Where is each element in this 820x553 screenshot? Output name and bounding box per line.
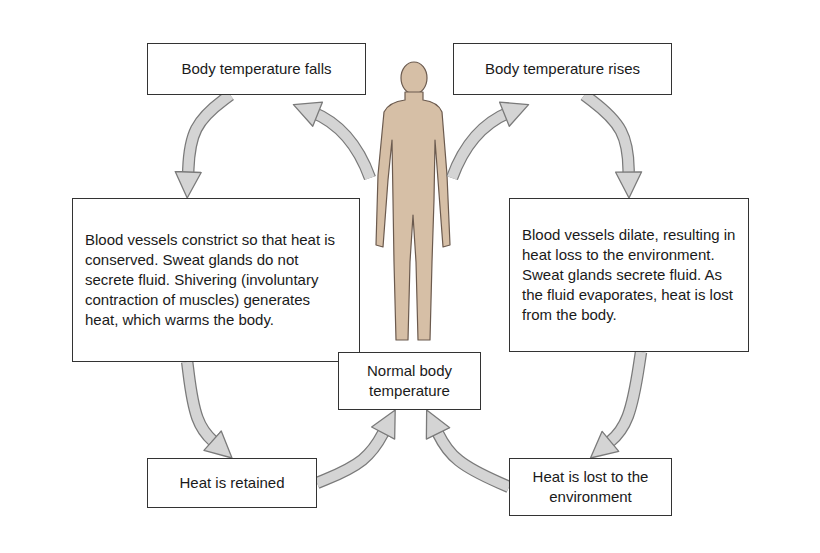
box-text: Heat is lost to the environment [522, 467, 659, 507]
figure-arrows [312, 112, 510, 178]
box-text: Heat is retained [179, 473, 284, 493]
curved-arrow [188, 95, 230, 178]
figure-body [376, 92, 450, 340]
curved-arrow [606, 352, 641, 445]
box-text: Body temperature falls [181, 59, 331, 79]
process-box: Body temperature rises [453, 43, 672, 95]
box-text: Normal body temperature [351, 361, 468, 401]
arrow-outline [452, 112, 510, 178]
arrow-outline [584, 95, 628, 178]
process-box: Normal body temperature [338, 352, 481, 410]
curved-arrow [584, 95, 628, 178]
process-box: Heat is retained [147, 458, 317, 508]
arrow-outline [187, 362, 217, 445]
curved-arrow [317, 428, 386, 483]
process-box: Blood vessels dilate, resulting in heat … [509, 198, 749, 352]
box-text: Body temperature rises [485, 59, 640, 79]
human-figure [376, 62, 450, 340]
arrow-outline [188, 95, 230, 178]
process-box: Blood vessels constrict so that heat is … [72, 198, 360, 362]
curved-arrow [187, 362, 217, 445]
box-text: Blood vessels dilate, resulting in heat … [522, 225, 736, 325]
box-text: Blood vessels constrict so that heat is … [85, 230, 347, 330]
arrow-outline [317, 428, 386, 483]
curved-arrow [452, 112, 510, 178]
figure-head [401, 62, 427, 94]
arrow-outline [435, 428, 509, 487]
curved-arrow [312, 112, 370, 178]
curved-arrow [435, 428, 509, 487]
arrow-outline [312, 112, 370, 178]
arrow-outline [606, 352, 641, 445]
process-box: Body temperature falls [147, 43, 366, 95]
process-box: Heat is lost to the environment [509, 458, 672, 516]
